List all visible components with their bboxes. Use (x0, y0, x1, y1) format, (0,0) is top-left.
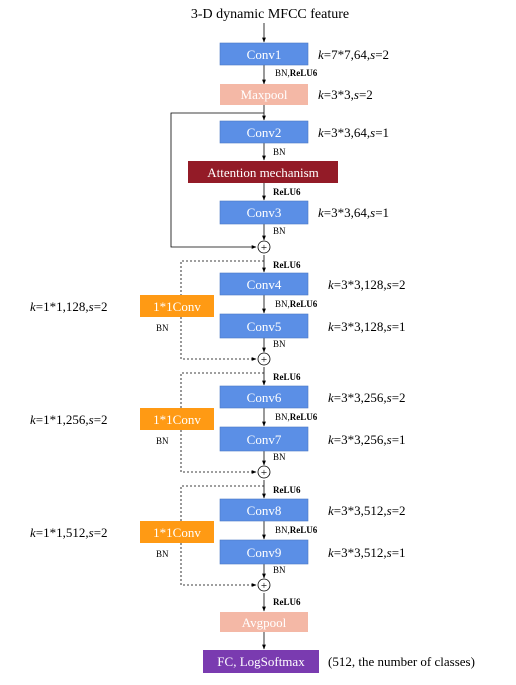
fc-label: FC, LogSoftmax (217, 654, 305, 669)
sum-node-1: + (257, 240, 271, 254)
conv5-block: Conv5 (219, 313, 309, 339)
conv9-params: k=3*3,512,s=1 (328, 545, 406, 560)
conv3-label: Conv3 (247, 205, 282, 220)
conv4-block: Conv4 (219, 272, 309, 296)
bn-label: BN (156, 323, 169, 333)
shortcut2-params: k=1*1,256,s=2 (30, 412, 108, 427)
svg-text:+: + (261, 580, 267, 592)
svg-text:+: + (261, 354, 267, 366)
maxpool-params: k=3*3,s=2 (318, 87, 373, 102)
conv6-label: Conv6 (247, 390, 282, 405)
conv4-label: Conv4 (247, 277, 282, 292)
bn-label: BN (156, 436, 169, 446)
shortcut-annotations: k=1*1,128,s=2 k=1*1,256,s=2 k=1*1,512,s=… (30, 299, 108, 540)
bn-label: BN (273, 226, 286, 236)
conv4-params: k=3*3,128,s=2 (328, 277, 406, 292)
relu6-label: ReLU6 (273, 597, 301, 607)
shortcut-projection-2 (180, 372, 264, 474)
svg-text:+: + (261, 242, 267, 254)
avgpool-block: Avgpool (220, 612, 308, 632)
shortcut-conv-block-1: 1*1Conv (140, 295, 214, 317)
conv8-block: Conv8 (219, 498, 309, 522)
conv5-params: k=3*3,128,s=1 (328, 319, 406, 334)
fc-block: FC, LogSoftmax (203, 650, 319, 673)
conv7-label: Conv7 (247, 432, 282, 447)
conv9-label: Conv9 (247, 545, 282, 560)
conv8-label: Conv8 (247, 503, 282, 518)
bn-label: BN (273, 147, 286, 157)
shortcut-conv-block-2: 1*1Conv (140, 408, 214, 430)
maxpool-label: Maxpool (241, 87, 288, 102)
shortcut-projection-1 (180, 260, 264, 361)
conv1-params: k=7*7,64,s=2 (318, 47, 389, 62)
bn-relu6-label: BN,ReLU6 (275, 525, 318, 535)
sum-node-2: + (257, 352, 271, 366)
sum-node-3: + (257, 465, 271, 479)
bn-label: BN (273, 565, 286, 575)
bn-relu6-label: BN,ReLU6 (275, 68, 318, 78)
conv2-params: k=3*3,64,s=1 (318, 125, 389, 140)
bn-relu6-label: BN,ReLU6 (275, 299, 318, 309)
shortcut-conv-label: 1*1Conv (153, 525, 201, 540)
conv3-block: Conv3 (219, 200, 309, 225)
relu6-label: ReLU6 (273, 485, 301, 495)
shortcut-conv-block-3: 1*1Conv (140, 521, 214, 543)
conv5-label: Conv5 (247, 319, 282, 334)
parameter-annotations: k=7*7,64,s=2 k=3*3,s=2 k=3*3,64,s=1 k=3*… (318, 47, 475, 669)
conv2-block: Conv2 (219, 120, 309, 144)
relu6-label: ReLU6 (273, 372, 301, 382)
conv8-params: k=3*3,512,s=2 (328, 503, 406, 518)
conv1-block: Conv1 (219, 42, 309, 66)
shortcut-projection-3 (180, 485, 264, 587)
shortcut3-params: k=1*1,512,s=2 (30, 525, 108, 540)
bn-relu-labels: BN,ReLU6 BN ReLU6 BN ReLU6 BN,ReLU6 BN R… (156, 68, 318, 607)
num-classes-note: (512, the number of classes) (328, 654, 475, 669)
bn-label: BN (156, 549, 169, 559)
bn-label: BN (273, 452, 286, 462)
svg-text:+: + (261, 467, 267, 479)
bn-relu6-label: BN,ReLU6 (275, 412, 318, 422)
attention-label: Attention mechanism (207, 165, 319, 180)
conv6-block: Conv6 (219, 385, 309, 409)
relu6-label: ReLU6 (273, 260, 301, 270)
conv7-block: Conv7 (219, 426, 309, 452)
bn-label: BN (273, 339, 286, 349)
conv2-label: Conv2 (247, 125, 282, 140)
shortcut-identity (170, 112, 264, 249)
avgpool-label: Avgpool (242, 615, 287, 630)
conv7-params: k=3*3,256,s=1 (328, 432, 406, 447)
diagram-title: 3-D dynamic MFCC feature (191, 7, 349, 22)
conv6-params: k=3*3,256,s=2 (328, 390, 406, 405)
maxpool-block: Maxpool (220, 84, 308, 105)
shortcut-conv-label: 1*1Conv (153, 299, 201, 314)
conv3-params: k=3*3,64,s=1 (318, 205, 389, 220)
sum-node-4: + (257, 578, 271, 592)
attention-block: Attention mechanism (188, 161, 338, 183)
conv9-block: Conv9 (219, 539, 309, 565)
relu6-label: ReLU6 (273, 187, 301, 197)
conv1-label: Conv1 (247, 47, 282, 62)
shortcut1-params: k=1*1,128,s=2 (30, 299, 108, 314)
shortcut-conv-label: 1*1Conv (153, 412, 201, 427)
